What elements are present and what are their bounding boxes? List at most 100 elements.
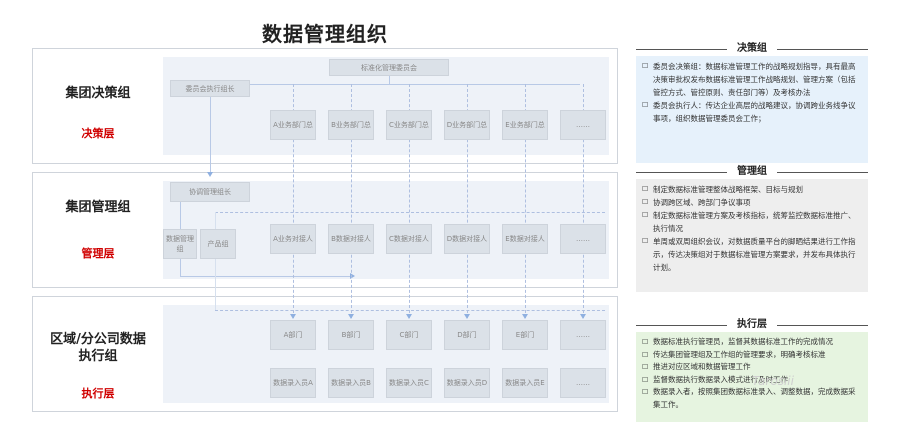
liaison-box-2: C数据对接人 bbox=[386, 224, 432, 254]
decision-dept-box-0: A业务部门总 bbox=[270, 110, 316, 140]
column-connector-2 bbox=[409, 84, 410, 318]
execution-panel: 执行层 ☐ 数据标准执行管理员，监督其数据标准工作的完成情况 ☐ 传达集团管理组及工作… bbox=[636, 318, 868, 422]
execution-panel-item: ☐ 传达集团管理组及工作组的管理要求，明确考核标准 bbox=[642, 349, 862, 362]
execution-panel-list: ☐ 数据标准执行管理员，监督其数据标准工作的完成情况 ☐ 传达集团管理组及工作组的管理… bbox=[636, 332, 868, 422]
management-panel-title: 管理组 bbox=[727, 166, 777, 177]
decision-panel-item-text: 委员会决策组：数据标准管理工作的战略规划指导，具有最高决策审批权发布数据标准管理… bbox=[653, 62, 856, 97]
execution-panel-item-text: 推进对应区域和数据管理工作 bbox=[653, 362, 751, 371]
execution-panel-item: ☐ 数据录入者，按照集团数据标准录入、调整数据，完成数据采集工作。 bbox=[642, 386, 862, 411]
column-low-arrow-0 bbox=[290, 314, 296, 319]
checkbox-bullet-icon: ☐ bbox=[642, 62, 649, 70]
column-low-arrow-3 bbox=[464, 314, 470, 319]
layer-tag-management: 管理层 bbox=[81, 247, 115, 260]
decision-panel-header: 决策组 bbox=[636, 42, 868, 56]
execution-panel-item: ☐ 推进对应区域和数据管理工作 bbox=[642, 361, 862, 374]
column-low-arrow-2 bbox=[406, 314, 412, 319]
management-panel-item-text: 制定数据标准管理方案及考核指标，统筹监控数据标准推广、执行情况 bbox=[653, 211, 856, 233]
exec-bridge-line bbox=[215, 310, 605, 311]
column-connector-3 bbox=[467, 84, 468, 318]
management-panel-header: 管理组 bbox=[636, 165, 868, 179]
data-group-box: 数据管理组 bbox=[163, 229, 197, 259]
decision-layer: 集团决策组 决策层 bbox=[32, 48, 618, 164]
liaison-box-3: D数据对接人 bbox=[444, 224, 490, 254]
decision-panel-item: ☐ 委员会决策组：数据标准管理工作的战略规划指导，具有最高决策审批权发布数据标准管… bbox=[642, 60, 862, 99]
column-connector-5 bbox=[583, 84, 584, 318]
exec-dept-box-3: D部门 bbox=[444, 320, 490, 350]
decision-panel-item-text: 委员会执行人：传达企业高层的战略建议，协调跨业务线争议事项，组织数据管理委员会工… bbox=[653, 101, 856, 123]
layer-name-decision: 集团决策组 bbox=[65, 86, 131, 101]
management-panel-item: ☐ 制定数据标准管理方案及考核指标，统筹监控数据标准推广、执行情况 bbox=[642, 209, 862, 235]
executive-arrow bbox=[207, 172, 213, 177]
execution-panel-item-text: 监督数据执行数据录入模式进行及时工作 bbox=[653, 374, 788, 384]
coord-return-line bbox=[180, 276, 350, 277]
exec-dept-box-2: C部门 bbox=[386, 320, 432, 350]
management-panel-item-text: 单周或双周组织会议，对数据质量平台的脚晒结果进行工作指示，传达决策组对于数据标准… bbox=[653, 237, 856, 272]
committee-box: 标准化管理委员会 bbox=[329, 59, 449, 76]
column-connector-4 bbox=[525, 84, 526, 318]
entry-box-2: 数据录入员C bbox=[386, 368, 432, 398]
checkbox-bullet-icon: ☐ bbox=[642, 101, 649, 109]
layer-name-management: 集团管理组 bbox=[65, 200, 131, 215]
decision-panel: 决策组 ☐ 委员会决策组：数据标准管理工作的战略规划指导，具有最高决策审批权发布数… bbox=[636, 42, 868, 163]
exec-dept-box-1: B部门 bbox=[328, 320, 374, 350]
decision-dept-box-1: B业务部门总 bbox=[328, 110, 374, 140]
decision-dept-box-3: D业务部门总 bbox=[444, 110, 490, 140]
entry-box-4: 数据录入员E bbox=[502, 368, 548, 398]
management-panel-item-text: 协调跨区域、跨部门争议事项 bbox=[653, 198, 751, 207]
execution-panel-header: 执行层 bbox=[636, 318, 868, 332]
checkbox-bullet-icon: ☐ bbox=[642, 338, 649, 346]
entry-box-5: …… bbox=[560, 368, 606, 398]
exec-dept-box-4: E部门 bbox=[502, 320, 548, 350]
dept-heads-connector bbox=[210, 84, 580, 85]
entry-box-3: 数据录入员D bbox=[444, 368, 490, 398]
entry-box-1: 数据录入员B bbox=[328, 368, 374, 398]
decision-panel-title: 决策组 bbox=[727, 43, 777, 54]
management-panel: 管理组 ☐制定数据标准管理整体战略框架、目标与规划☐协调跨区域、跨部门争议事项☐… bbox=[636, 165, 868, 292]
execution-panel-item-text: 数据录入者，按照集团数据标准录入、调整数据，完成数据采集工作。 bbox=[653, 387, 856, 409]
checkbox-bullet-icon: ☐ bbox=[642, 350, 649, 359]
product-group-box: 产品组 bbox=[200, 229, 236, 259]
decision-dept-box-2: C业务部门总 bbox=[386, 110, 432, 140]
column-low-arrow-4 bbox=[522, 314, 528, 319]
liaison-box-5: …… bbox=[560, 224, 606, 254]
layer-tag-decision: 决策层 bbox=[81, 127, 115, 140]
execution-panel-item: ☐ 监督数据执行数据录入模式进行及时工作 bbox=[642, 374, 862, 387]
checkbox-bullet-icon: ☐ bbox=[642, 388, 649, 396]
executive-drop-line bbox=[210, 97, 211, 172]
execution-panel-item: ☐ 数据标准执行管理员，监督其数据标准工作的完成情况 bbox=[642, 336, 862, 349]
layer-name-execution: 区域/分公司数据执行组 bbox=[50, 332, 146, 364]
watermark: Tarosiii bbox=[752, 374, 794, 388]
execution-panel-item-text: 传达集团管理组及工作组的管理要求，明确考核标准 bbox=[653, 349, 826, 359]
checkbox-bullet-icon: ☐ bbox=[642, 375, 649, 384]
decision-dept-box-5: …… bbox=[560, 110, 606, 140]
checkbox-bullet-icon: ☐ bbox=[642, 363, 649, 371]
execution-panel-item-text: 数据标准执行管理员，监督其数据标准工作的完成情况 bbox=[653, 337, 833, 346]
checkbox-bullet-icon: ☐ bbox=[642, 237, 649, 245]
decision-dept-box-4: E业务部门总 bbox=[502, 110, 548, 140]
liaison-box-0: A业务对接人 bbox=[270, 224, 316, 254]
column-connector-0 bbox=[293, 84, 294, 318]
column-low-arrow-5 bbox=[580, 314, 586, 319]
execution-panel-title: 执行层 bbox=[727, 319, 777, 330]
page-title: 数据管理组织 bbox=[262, 22, 388, 46]
exec-entry-line bbox=[215, 212, 216, 310]
committee-connector bbox=[389, 76, 390, 84]
management-panel-item: ☐ 协调跨区域、跨部门争议事项 bbox=[642, 196, 862, 209]
column-connector-1 bbox=[351, 84, 352, 318]
decision-panel-item: ☐ 委员会执行人：传达企业高层的战略建议，协调跨业务线争议事项，组织数据管理委员会… bbox=[642, 99, 862, 125]
executive-box: 委员会执行组长 bbox=[170, 80, 250, 97]
management-panel-item: ☐ 单周或双周组织会议，对数据质量平台的脚晒结果进行工作指示，传达决策组对于数据标… bbox=[642, 235, 862, 274]
entry-box-0: 数据录入员A bbox=[270, 368, 316, 398]
exec-dept-box-5: …… bbox=[560, 320, 606, 350]
decision-panel-list: ☐ 委员会决策组：数据标准管理工作的战略规划指导，具有最高决策审批权发布数据标准管… bbox=[636, 56, 868, 163]
checkbox-bullet-icon: ☐ bbox=[642, 198, 649, 206]
layer-tag-execution: 执行层 bbox=[81, 387, 115, 400]
checkbox-bullet-icon: ☐ bbox=[642, 185, 649, 193]
management-panel-item-text: 制定数据标准管理整体战略框架、目标与规划 bbox=[653, 185, 803, 194]
management-panel-list: ☐ 制定数据标准管理整体战略框架、目标与规划 ☐ 协调跨区域、跨部门争议事项 ☐ 制定数据… bbox=[636, 179, 868, 292]
coord-lead-box: 协调管理组长 bbox=[170, 182, 250, 202]
mgmt-bridge-line bbox=[215, 212, 605, 213]
coord-return-arrow bbox=[350, 273, 355, 279]
checkbox-bullet-icon: ☐ bbox=[642, 211, 649, 219]
column-low-arrow-1 bbox=[348, 314, 354, 319]
